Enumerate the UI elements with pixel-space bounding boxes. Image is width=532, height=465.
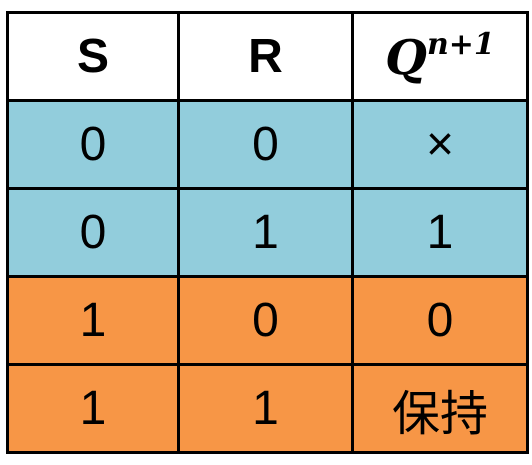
header-q-next: Qn+1 <box>351 11 529 102</box>
header-s: S <box>6 11 180 102</box>
cell-q: 1 <box>351 187 529 278</box>
cell-r: 0 <box>177 275 354 366</box>
cell-q: 保持 <box>351 363 529 454</box>
cell-s: 1 <box>6 363 180 454</box>
header-q-superscript: n+1 <box>426 27 495 62</box>
cell-s: 1 <box>6 275 180 366</box>
table-row: 0 1 1 <box>6 187 529 278</box>
cell-q: 0 <box>351 275 529 366</box>
header-q-base: Q <box>385 30 427 86</box>
cell-q: × <box>351 99 529 190</box>
cell-r: 1 <box>177 363 354 454</box>
table-row: 1 0 0 <box>6 275 529 366</box>
sr-truth-table: S R Qn+1 0 0 × 0 1 1 1 0 0 1 1 保持 <box>6 11 529 454</box>
table-row: 1 1 保持 <box>6 363 529 454</box>
header-r: R <box>177 11 354 102</box>
cell-s: 0 <box>6 99 180 190</box>
truth-table-container: S R Qn+1 0 0 × 0 1 1 1 0 0 1 1 保持 <box>6 11 529 454</box>
table-row: 0 0 × <box>6 99 529 190</box>
cell-r: 0 <box>177 99 354 190</box>
cell-s: 0 <box>6 187 180 278</box>
header-row: S R Qn+1 <box>6 11 529 102</box>
cell-r: 1 <box>177 187 354 278</box>
